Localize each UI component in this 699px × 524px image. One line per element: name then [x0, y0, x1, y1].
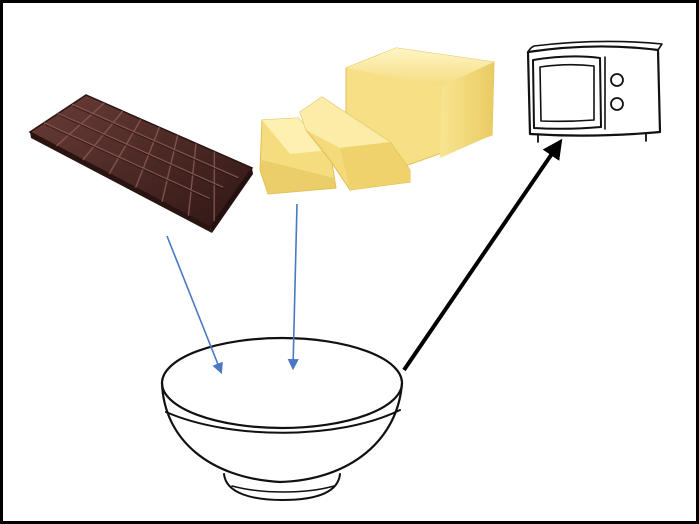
- arrow-bowl-to-microwave: [404, 142, 560, 370]
- mixing-bowl-icon: [162, 338, 402, 500]
- butter-block-icon: [260, 48, 494, 194]
- chocolate-bar-icon: [30, 95, 253, 233]
- microwave-icon: [528, 41, 662, 142]
